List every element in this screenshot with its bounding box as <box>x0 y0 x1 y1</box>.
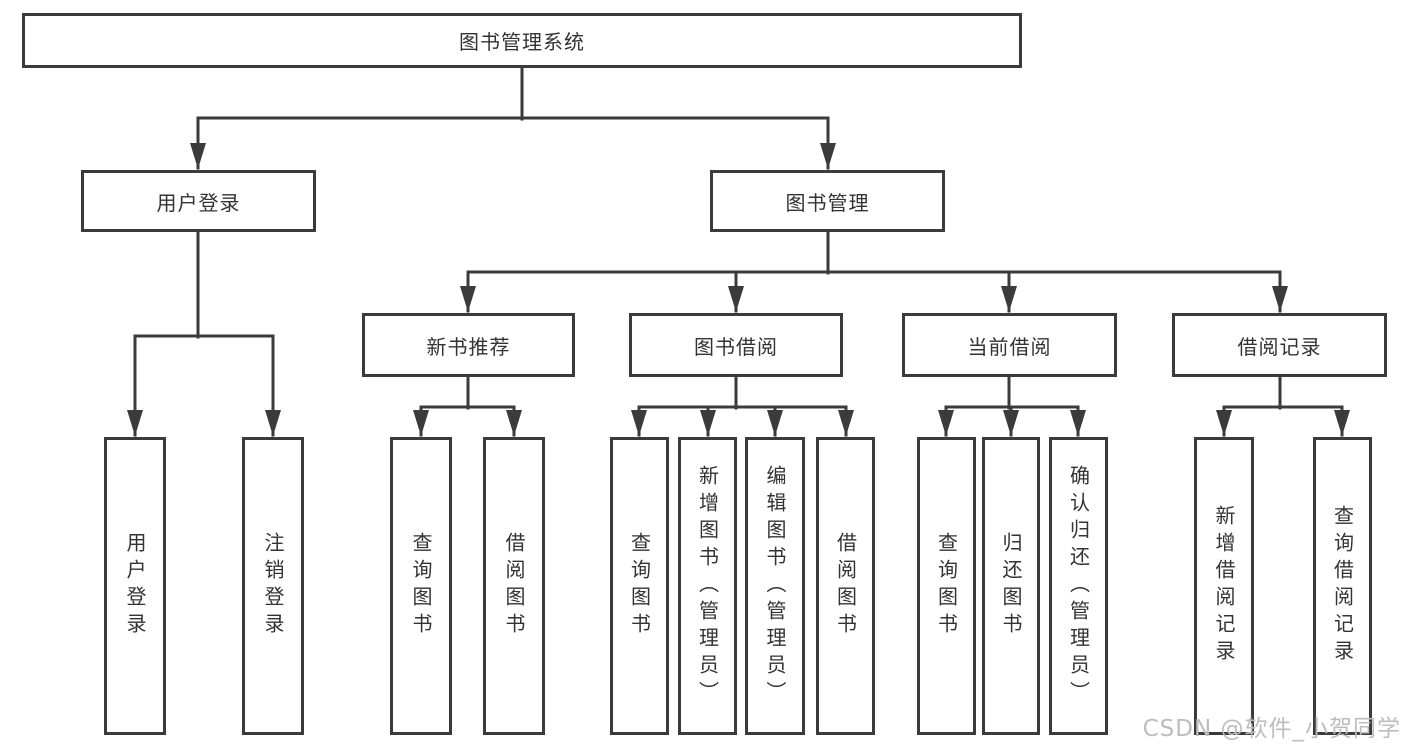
leaf-current-confirm-return-admin: 确认归还（管理员） <box>1049 437 1108 735</box>
node-user-login: 用户登录 <box>81 170 316 232</box>
leaf-borrow-query-books: 查询图书 <box>610 437 669 735</box>
leaf-recommend-borrow-books: 借阅图书 <box>483 437 545 735</box>
node-borrowing-records: 借阅记录 <box>1172 313 1387 377</box>
csdn-watermark: CSDN @软件_小贺同学 <box>1142 716 1401 742</box>
node-book-management: 图书管理 <box>710 170 945 232</box>
leaf-records-add-borrow-record: 新增借阅记录 <box>1194 437 1254 735</box>
leaf-current-return-books: 归还图书 <box>982 437 1040 735</box>
leaf-records-query-borrow-record: 查询借阅记录 <box>1313 437 1372 735</box>
node-current-borrowing: 当前借阅 <box>902 313 1117 377</box>
leaf-borrow-add-books-admin: 新增图书（管理员） <box>678 437 737 735</box>
leaf-borrow-borrow-books: 借阅图书 <box>816 437 875 735</box>
node-book-borrowing: 图书借阅 <box>629 313 843 377</box>
leaf-borrow-edit-books-admin: 编辑图书（管理员） <box>745 437 805 735</box>
leaf-user-login: 用户登录 <box>104 437 166 735</box>
leaf-recommend-query-books: 查询图书 <box>390 437 452 735</box>
node-library-management-system: 图书管理系统 <box>22 13 1022 68</box>
node-new-book-recommendation: 新书推荐 <box>362 313 575 377</box>
leaf-logout: 注销登录 <box>242 437 304 735</box>
leaf-current-query-books: 查询图书 <box>917 437 976 735</box>
